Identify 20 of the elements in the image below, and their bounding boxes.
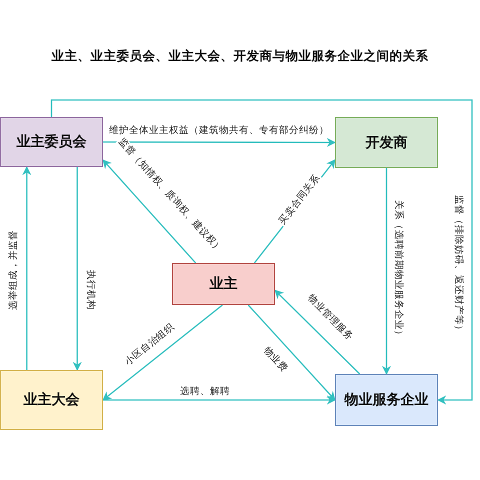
arrow	[103, 395, 336, 405]
edge-label: 选聘、解聘	[179, 386, 231, 398]
role-box: 业主	[172, 263, 275, 305]
diagram-title: 业主、业主委员会、业主大会、开发商与物业服务企业之间的关系	[50, 48, 430, 65]
edge-label: 买卖合同关系	[276, 172, 324, 228]
arrow	[50, 99, 473, 405]
arrow	[274, 290, 360, 374]
arrow	[102, 159, 196, 264]
arrow	[382, 168, 392, 375]
arrow	[102, 304, 223, 401]
edge-label: 执行机构	[84, 269, 96, 311]
arrow	[248, 304, 336, 401]
arrow	[72, 167, 82, 371]
role-box: 业主委员会	[0, 117, 103, 167]
role-box: 开发商	[335, 117, 438, 168]
role-box: 物业服务企业	[335, 374, 438, 426]
arrow	[22, 166, 32, 370]
role-box: 业主大会	[0, 370, 103, 430]
arrow	[103, 138, 336, 148]
edge-label: 选举组成，并监督	[8, 229, 20, 311]
